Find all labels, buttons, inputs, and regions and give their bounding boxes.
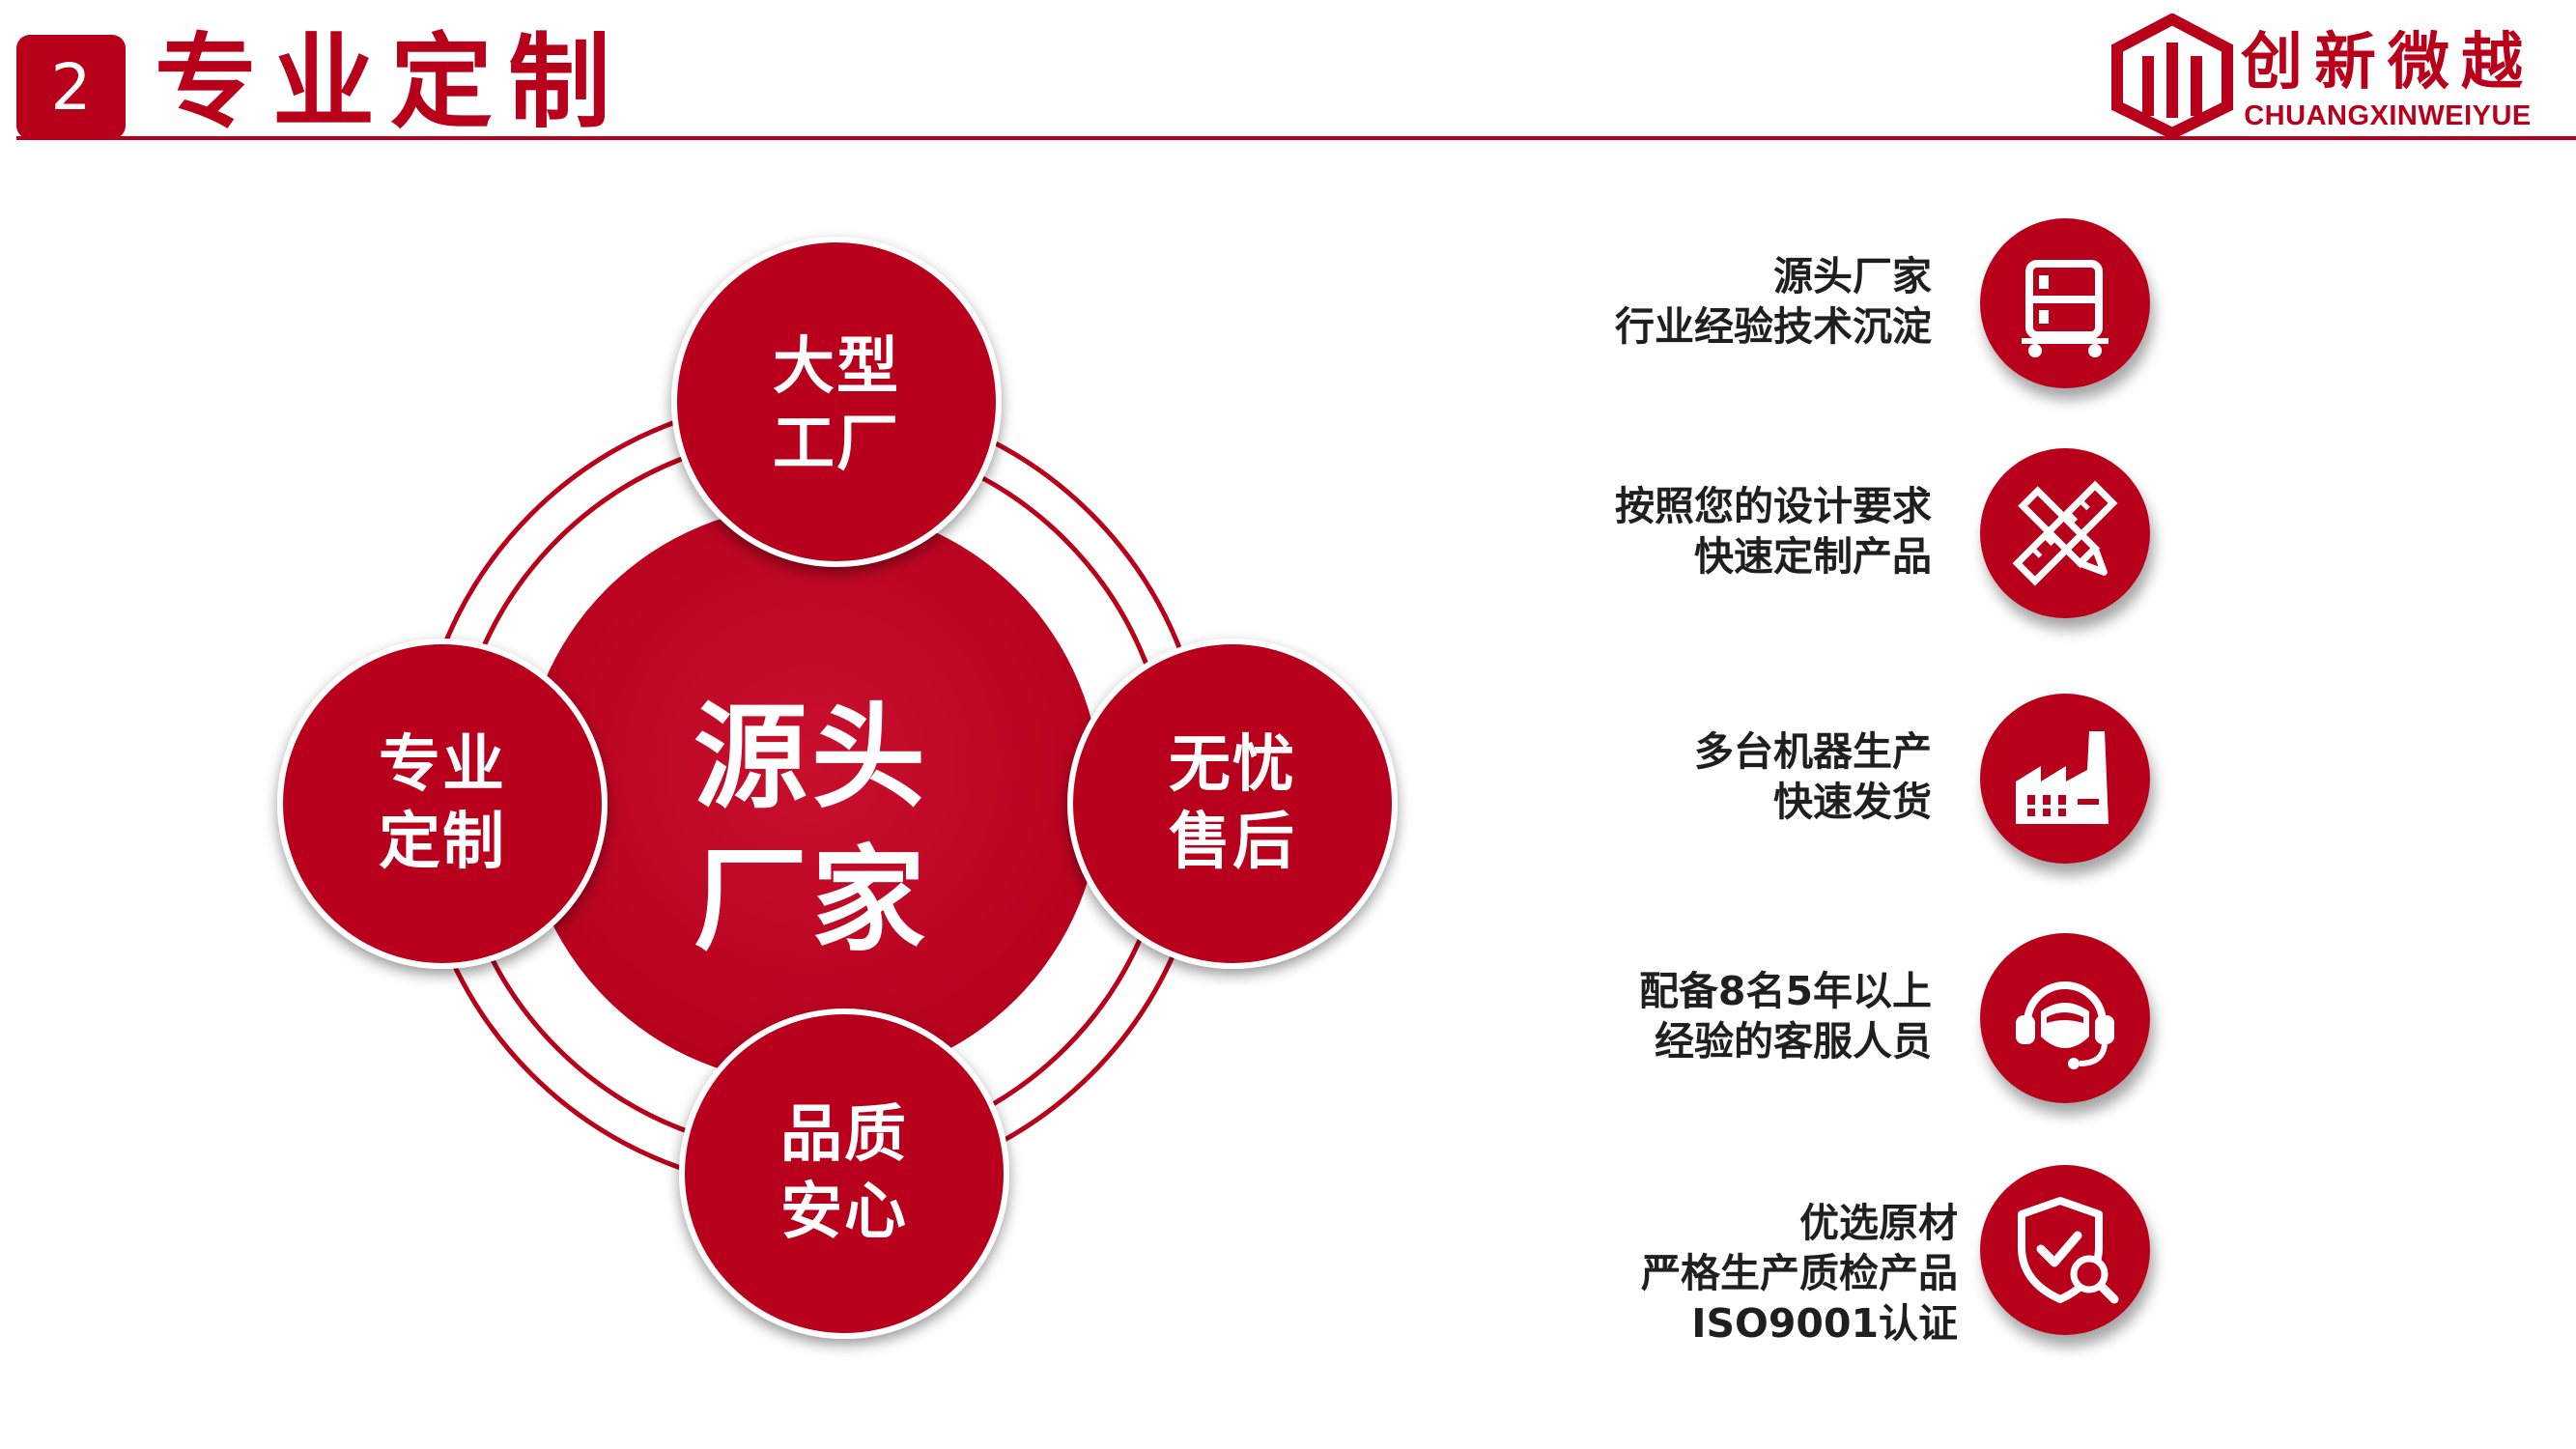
node-label-right: 无忧 售后 xyxy=(1169,729,1296,878)
center-label: 源头 厂家 xyxy=(693,691,929,967)
node-label-bottom: 品质 安心 xyxy=(780,1099,908,1248)
logo-chinese-name: 创新微越 xyxy=(2241,27,2534,99)
feature-text-source-factory: 源头厂家 行业经验技术沉淀 xyxy=(1615,253,1932,350)
server-cart-icon xyxy=(1980,218,2150,388)
feature-text-production: 多台机器生产 快速发货 xyxy=(1694,728,1932,825)
ruler-pencil-icon xyxy=(1980,448,2150,618)
feature-text-service-staff: 配备8名5年以上 经验的客服人员 xyxy=(1638,968,1932,1065)
section-number-badge: 2 xyxy=(16,35,126,139)
node-label-left: 专业 定制 xyxy=(379,729,506,878)
feature-text-quality: 优选原材 严格生产质检产品 ISO9001认证 xyxy=(1641,1200,1958,1347)
header-divider xyxy=(16,136,2576,140)
brand-logo-icon xyxy=(2111,14,2233,137)
page-title: 专业定制 xyxy=(155,23,626,142)
headset-agent-icon xyxy=(1980,933,2150,1103)
feature-text-custom-design: 按照您的设计要求 快速定制产品 xyxy=(1615,483,1932,580)
node-label-top: 大型 工厂 xyxy=(773,331,900,480)
shield-search-icon xyxy=(1980,1165,2150,1335)
logo-english-name: CHUANGXINWEIYUE xyxy=(2244,100,2532,131)
factory-icon xyxy=(1980,694,2150,864)
